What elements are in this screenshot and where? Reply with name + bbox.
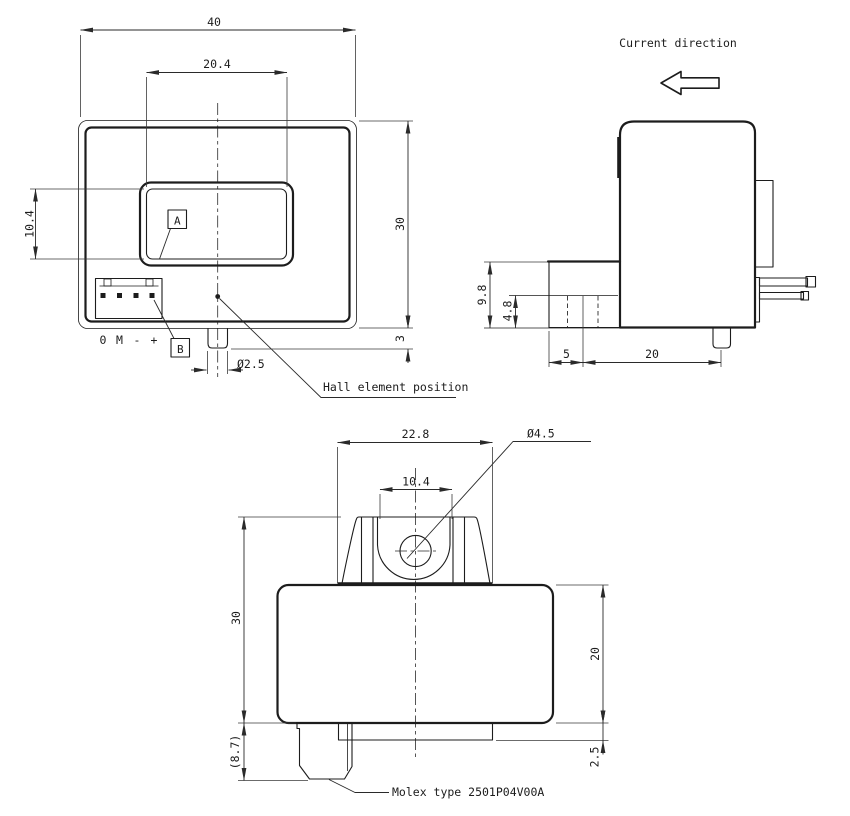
connector-pin <box>117 293 122 298</box>
dim-text: 9.8 <box>475 285 489 306</box>
molex-note: Molex type 2501P04V00A <box>392 785 544 799</box>
detail-b-label: B <box>177 343 184 356</box>
dim-text: 4.8 <box>501 301 515 322</box>
pin-labels: 0 M - + <box>100 333 158 347</box>
pin-label-minus: - <box>134 333 141 347</box>
dim-text: 22.8 <box>402 427 430 441</box>
side-pin-upper-tip <box>805 275 817 288</box>
side-peg <box>712 327 732 349</box>
hole-diameter-callout: Ø4.5 <box>406 427 591 559</box>
connector-body <box>94 277 163 320</box>
side-pin-upper <box>758 277 809 287</box>
side-connector <box>509 260 622 329</box>
connector-pin <box>100 293 106 298</box>
front-window-outer <box>138 181 295 267</box>
dim-text: 40 <box>207 15 221 29</box>
current-direction-arrow-icon <box>660 70 720 96</box>
dim-front-peg-diameter: Ø2.5 <box>191 351 265 374</box>
dim-front-window-height: 10.4 <box>23 188 144 260</box>
detail-a-balloon: A <box>159 209 188 260</box>
dim-text: 20 <box>588 647 602 661</box>
molex-outline <box>296 722 353 780</box>
dim-rear-connector-protrusion: (8.7) <box>228 722 308 781</box>
side-view: Current direction 9.8 <box>475 36 817 367</box>
detail-b-box <box>170 337 191 358</box>
current-direction-note: Current direction <box>619 36 737 50</box>
detail-b-leader <box>153 299 175 339</box>
hall-note: Hall element position <box>323 380 468 394</box>
detail-a-label: A <box>174 215 181 228</box>
rear-body <box>276 583 555 725</box>
hall-element-callout: Hall element position <box>215 294 468 398</box>
hall-element-dot <box>215 294 221 299</box>
dim-side-pin-height: 4.8 <box>501 295 518 329</box>
dim-text: 30 <box>229 611 243 625</box>
dim-text: Ø2.5 <box>237 357 265 371</box>
side-connector-body <box>548 260 621 329</box>
dim-text: 5 <box>563 347 570 361</box>
detail-a-leader <box>159 228 171 260</box>
molex-leader <box>328 779 389 793</box>
rear-tower <box>337 516 493 586</box>
dim-rear-hole-mount-width: 10.4 <box>379 475 453 519</box>
dim-side-offset: 5 20 <box>548 296 722 367</box>
dim-rear-base-plate: 2.5 <box>496 709 609 767</box>
side-terminal-block <box>754 179 774 268</box>
dim-rear-body-height: 20 <box>556 584 609 724</box>
front-peg <box>207 327 229 349</box>
dim-rear-overall-height: 30 <box>229 516 341 724</box>
pin-label-0: 0 <box>100 333 107 347</box>
dim-text: 2.5 <box>588 747 602 768</box>
front-view: 0 M - + A B Hall element position <box>23 15 468 398</box>
dim-text: (8.7) <box>228 735 242 770</box>
dim-front-window-width: 20.4 <box>146 57 288 187</box>
dim-rear-tower-width: 22.8 <box>337 427 493 583</box>
pin-label-m: M <box>116 333 123 347</box>
tower-arch <box>376 516 451 580</box>
dim-text: 20.4 <box>203 57 231 71</box>
rear-view: Molex type 2501P04V00A Ø4.5 22.8 10.4 30 <box>228 427 609 799</box>
connector-pin <box>133 293 139 298</box>
detail-b-balloon: B <box>153 299 191 358</box>
dim-text: Ø4.5 <box>527 427 555 441</box>
tower-outline <box>341 516 491 585</box>
front-window-inner <box>145 188 288 260</box>
side-body <box>618 120 757 329</box>
rear-molex-connector: Molex type 2501P04V00A <box>296 722 544 799</box>
front-connector <box>94 277 163 320</box>
detail-a-box <box>167 209 188 230</box>
side-pin-lower-tip <box>800 290 810 301</box>
dim-text: 10.4 <box>23 210 37 238</box>
dim-front-base-thickness: 3 <box>231 314 413 363</box>
connector-notch <box>103 278 112 287</box>
hole-leader <box>406 441 591 559</box>
dim-text: 30 <box>393 217 407 231</box>
dim-text: 10.4 <box>402 475 430 489</box>
side-pins <box>758 275 817 301</box>
connector-notch <box>145 278 154 287</box>
pin-label-plus: + <box>151 333 158 347</box>
front-body-inner <box>84 126 351 323</box>
front-body-outer <box>78 120 357 329</box>
dim-text: 20 <box>645 347 659 361</box>
side-pin-base <box>754 276 761 323</box>
connector-pin <box>149 293 155 298</box>
dim-front-overall-height: 30 <box>359 120 413 329</box>
dim-side-connector-height: 9.8 <box>475 261 548 329</box>
dim-front-overall-width: 40 <box>80 15 356 117</box>
hall-leader <box>219 298 456 398</box>
side-pin-lower <box>758 291 805 300</box>
rear-base-plate <box>337 722 494 741</box>
dim-text: 3 <box>393 335 407 342</box>
